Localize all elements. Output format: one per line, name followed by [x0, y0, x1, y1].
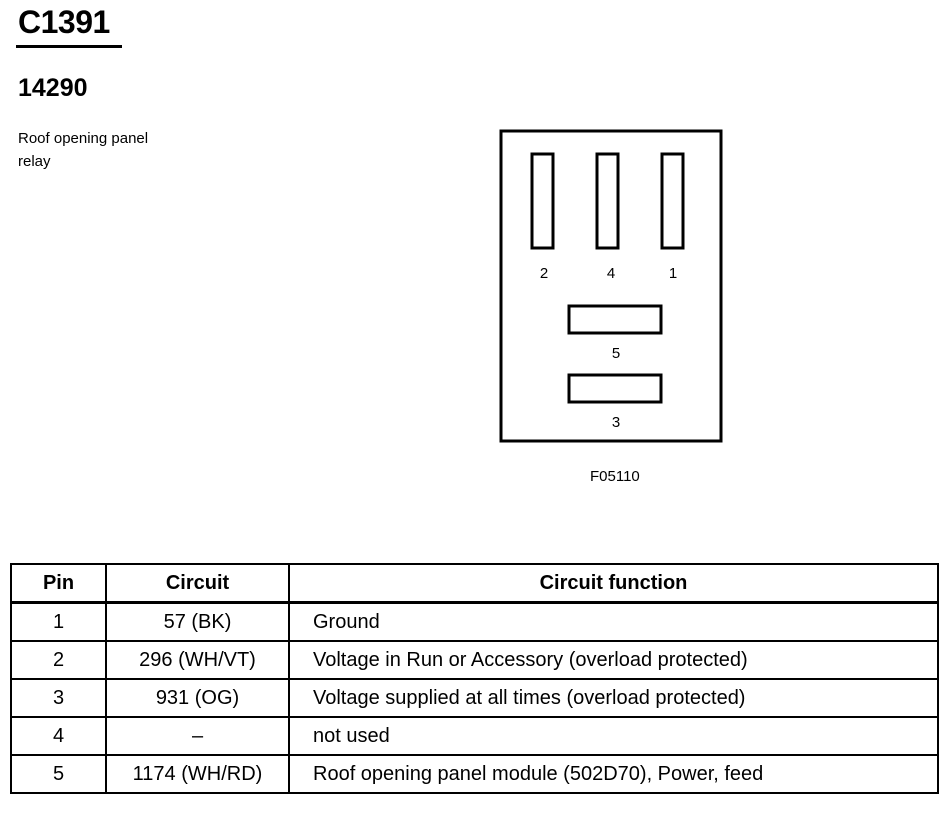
pin-3-label: 3 — [612, 414, 620, 431]
cell-circuit: 57 (BK) — [105, 601, 290, 642]
cell-function: Voltage supplied at all times (overload … — [288, 678, 939, 718]
connector-id-underline — [16, 45, 122, 48]
cell-pin: 1 — [10, 601, 107, 642]
cell-function: Roof opening panel module (502D70), Powe… — [288, 754, 939, 794]
cell-function: Ground — [288, 601, 939, 642]
cell-pin: 5 — [10, 754, 107, 794]
table-row: 2 296 (WH/VT) Voltage in Run or Accessor… — [10, 640, 939, 680]
cell-circuit: – — [105, 716, 290, 756]
cell-pin: 2 — [10, 640, 107, 680]
pin-4-label: 4 — [607, 265, 615, 282]
figure-code: F05110 — [590, 468, 640, 485]
connector-outline — [499, 129, 723, 443]
header-circuit: Circuit — [105, 563, 290, 604]
table-row: 4 – not used — [10, 716, 939, 756]
connector-description: Roof opening panel relay — [18, 127, 218, 173]
cell-circuit: 931 (OG) — [105, 678, 290, 718]
pinout-table: Pin Circuit Circuit function 1 57 (BK) G… — [10, 563, 939, 794]
pin-1-terminal — [660, 152, 685, 250]
table-row: 5 1174 (WH/RD) Roof opening panel module… — [10, 754, 939, 794]
pin-5-label: 5 — [612, 345, 620, 362]
header-circuit-function: Circuit function — [288, 563, 939, 604]
connector-face-diagram: 2 4 1 5 3 — [499, 129, 723, 443]
cell-circuit: 1174 (WH/RD) — [105, 754, 290, 794]
cell-circuit: 296 (WH/VT) — [105, 640, 290, 680]
table-row: 1 57 (BK) Ground — [10, 601, 939, 642]
pin-1-label: 1 — [669, 265, 677, 282]
connector-id: C1391 — [18, 4, 110, 40]
cell-pin: 3 — [10, 678, 107, 718]
pin-2-terminal — [530, 152, 555, 250]
pin-2-label: 2 — [540, 265, 548, 282]
description-line: relay — [18, 153, 51, 170]
part-number: 14290 — [18, 74, 88, 102]
table-header-row: Pin Circuit Circuit function — [10, 563, 939, 604]
header-pin: Pin — [10, 563, 107, 604]
cell-function: not used — [288, 716, 939, 756]
cell-pin: 4 — [10, 716, 107, 756]
description-line: Roof opening panel — [18, 130, 149, 147]
pin-3-terminal — [567, 373, 663, 404]
pin-4-terminal — [595, 152, 620, 250]
table-row: 3 931 (OG) Voltage supplied at all times… — [10, 678, 939, 718]
pin-5-terminal — [567, 304, 663, 335]
cell-function: Voltage in Run or Accessory (overload pr… — [288, 640, 939, 680]
